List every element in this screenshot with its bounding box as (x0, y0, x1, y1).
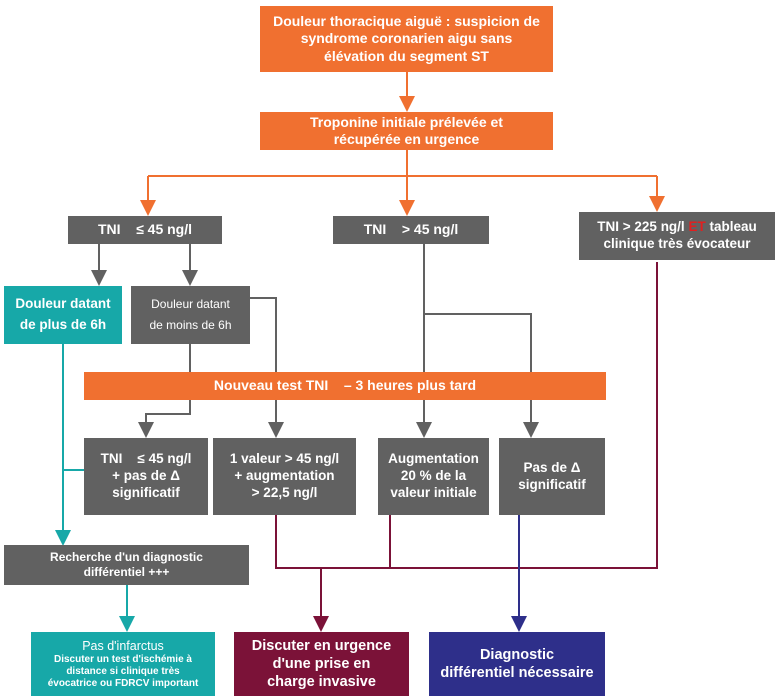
tni-low-label: TNI ≤ 45 ng/l (97, 221, 193, 238)
troponine-line-2: récupérée en urgence (333, 131, 480, 147)
une-valeur-line-2: + augmentation (234, 468, 335, 484)
discuter-box: Discuter en urgence d'une prise en charg… (234, 632, 409, 696)
diagnostic-box: Diagnostic différentiel nécessaire (429, 632, 605, 696)
discuter-line-1: Discuter en urgence (251, 637, 392, 654)
tni-low2-box: TNI ≤ 45 ng/l + pas de Δ significatif (84, 438, 208, 515)
et-label: ET (688, 219, 706, 235)
tni-low-box: TNI ≤ 45 ng/l (68, 216, 222, 244)
troponine-box: Troponine initiale prélevée et récupérée… (260, 112, 553, 150)
plus-6h-line-1: Douleur datant (15, 296, 111, 312)
pas-infarctus-line-2: distance si clinique très (66, 665, 180, 677)
une-valeur-line-3: > 22,5 ng/l (251, 484, 318, 500)
augmentation-line-3: valeur initiale (390, 484, 477, 500)
discuter-line-2: d'une prise en (272, 655, 371, 672)
moins-6h-box: Douleur datant de moins de 6h (131, 286, 250, 344)
une-valeur-box: 1 valeur > 45 ng/l + augmentation > 22,5… (213, 438, 356, 515)
tni-high-line-2: clinique très évocateur (603, 236, 751, 251)
start-box: Douleur thoracique aiguë : suspicion de … (260, 6, 553, 72)
moins-6h-line-2: de moins de 6h (149, 318, 232, 332)
recherche-line-1: Recherche d'un diagnostic (50, 550, 203, 564)
diagnostic-line-2: différentiel nécessaire (440, 665, 594, 681)
une-valeur-line-1: 1 valeur > 45 ng/l (229, 451, 340, 467)
moins-6h-line-1: Douleur datant (151, 297, 230, 311)
plus-6h-line-2: de plus de 6h (19, 317, 107, 332)
tni-mid-label: TNI > 45 ng/l (363, 221, 459, 238)
start-line-3: élévation du segment ST (324, 47, 489, 64)
nouveau-test-label: Nouveau test TNI – 3 heures plus tard (213, 377, 477, 394)
start-line-2: syndrome coronarien aigu sans (300, 30, 513, 47)
tni-high-box: TNI > 225 ng/l ET tableau clinique très … (579, 212, 775, 260)
tni-low2-line-1: TNI ≤ 45 ng/l (100, 451, 192, 467)
tni-mid-box: TNI > 45 ng/l (333, 216, 489, 244)
recherche-box: Recherche d'un diagnostic différentiel +… (4, 545, 249, 585)
troponine-line-1: Troponine initiale prélevée et (310, 113, 503, 130)
nouveau-test-box: Nouveau test TNI – 3 heures plus tard (84, 372, 606, 400)
tni-low2-line-3: significatif (112, 484, 180, 500)
pas-delta-box: Pas de Δ significatif (499, 438, 605, 515)
tni-low2-line-2: + pas de Δ (112, 468, 180, 484)
discuter-line-3: charge invasive (267, 674, 376, 691)
plus-6h-box: Douleur datant de plus de 6h (4, 286, 122, 344)
diagnostic-line-1: Diagnostic (479, 646, 555, 663)
pas-delta-line-1: Pas de Δ (523, 459, 581, 475)
pas-infarctus-line-3: évocatrice ou FDRCV important (47, 677, 199, 689)
augmentation-line-1: Augmentation (388, 451, 479, 467)
recherche-line-2: différentiel +++ (83, 565, 170, 579)
start-line-1: Douleur thoracique aiguë : suspicion de (273, 12, 540, 29)
pas-delta-line-2: significatif (518, 476, 586, 492)
augmentation-line-2: 20 % de la (400, 468, 467, 484)
tni-high-line-1: TNI > 225 ng/l ET tableau (597, 219, 757, 235)
augmentation-box: Augmentation 20 % de la valeur initiale (378, 438, 489, 515)
pas-infarctus-line-1: Discuter un test d'ischémie à (54, 653, 192, 665)
pas-infarctus-title: Pas d'infarctus (82, 638, 164, 653)
pas-infarctus-box: Pas d'infarctus Discuter un test d'isché… (31, 632, 215, 696)
